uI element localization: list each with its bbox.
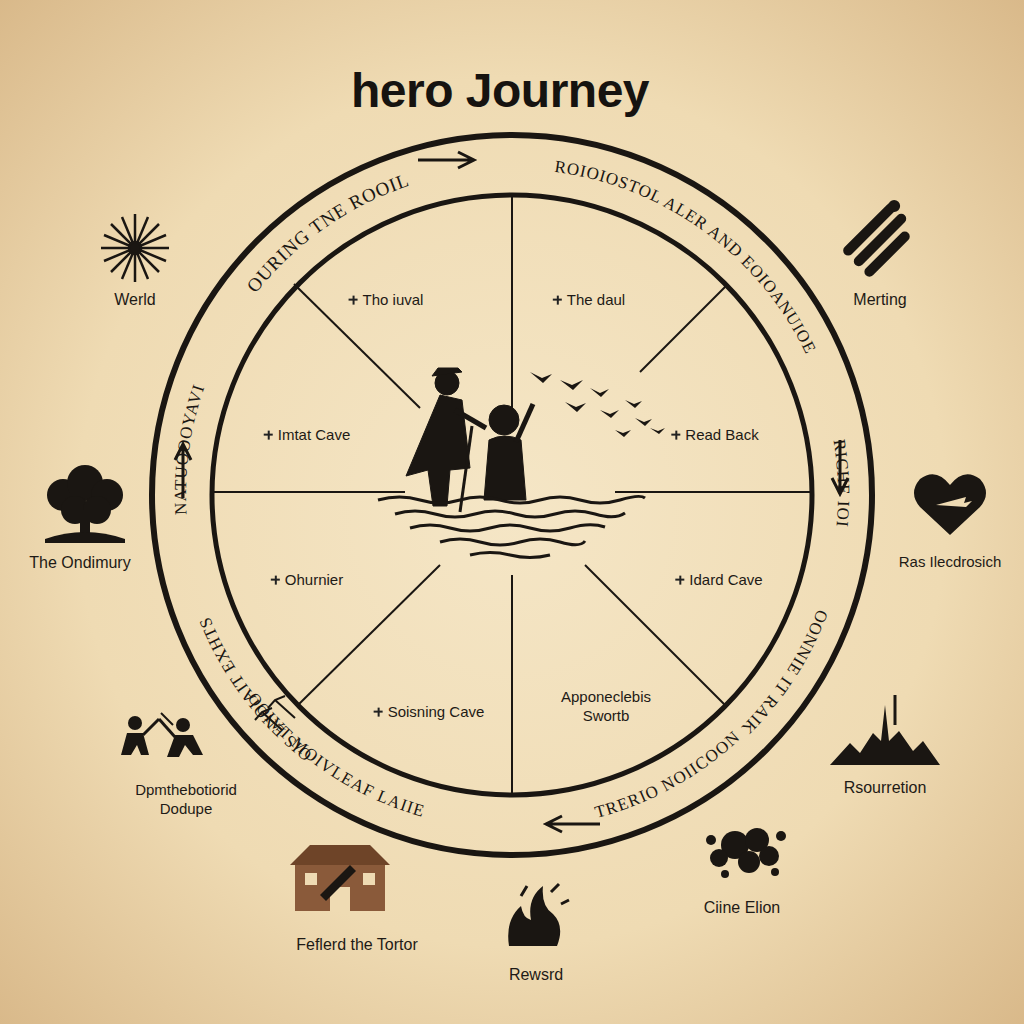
ring-text: RICHE IOI: [830, 438, 854, 528]
outer-stage-label: Merting: [853, 290, 906, 310]
outer-stage-label: Rsourretion: [844, 778, 927, 798]
stage-label: Soisning Cave: [372, 703, 485, 722]
stage-label: Imtat Cave: [262, 426, 351, 445]
ring-text: TRERIO NOIICOON: [593, 727, 744, 822]
stage-label: The daul: [551, 291, 625, 310]
ring-text: ROIOIOSTOL ALER AND EOIOANUIOE: [553, 157, 820, 357]
outer-stage-label: Werld: [114, 290, 156, 310]
outer-stage-label: Apponeclebis Swortb: [546, 688, 666, 726]
ring-text: NATUOOOYAVI: [171, 382, 208, 516]
stage-label: Read Back: [669, 426, 758, 445]
stage-label: Ohurnier: [269, 571, 343, 590]
outer-stage-label: The Ondimury: [29, 553, 130, 573]
ring-text: TRERIO NOIICOON: [593, 727, 744, 822]
outer-stage-label: Dpmthebotiorid Dodupe: [111, 781, 261, 819]
ring-text: OONNIE IT RAIK: [737, 607, 831, 738]
ring-text: OONNIE IT RAIK: [737, 607, 831, 738]
diagram-title: hero Journey: [351, 63, 649, 118]
outer-stage-label: Ciine Elion: [704, 898, 780, 918]
ring-text: OURING TNE ROOIL: [243, 169, 412, 296]
stage-label: Tho iuval: [347, 291, 424, 310]
outer-stage-label: Ras Ilecdrosich: [899, 553, 1002, 572]
outer-stage-label: Rewsrd: [509, 965, 563, 985]
ring-text: ROIOIOSTOL ALER AND EOIOANUIOE: [553, 157, 820, 357]
outer-stage-label: Feflerd the Tortor: [296, 935, 418, 955]
ring-text: RICHE IOI: [830, 438, 854, 528]
ring-text: OURING TNE ROOIL: [243, 169, 412, 296]
ring-text: NATUOOOYAVI: [171, 382, 208, 516]
stage-label: Idard Cave: [673, 571, 762, 590]
